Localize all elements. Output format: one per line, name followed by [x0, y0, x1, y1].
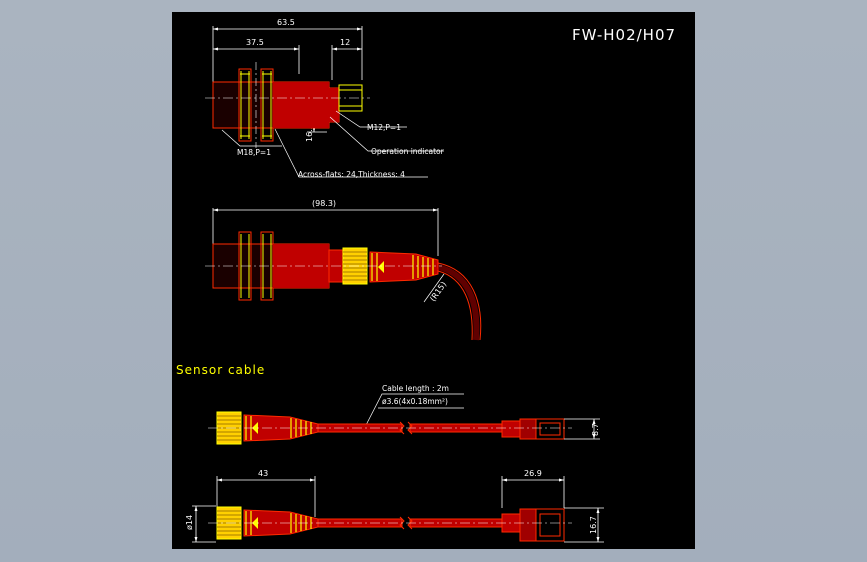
callout-nut: Across-flats: 24,Thickness: 4	[298, 170, 405, 179]
dim-body-length: 37.5	[246, 38, 264, 47]
cable-diameter-spec: ø3.6(4x0.18mm²)	[382, 397, 448, 406]
dim-cable-end-length: 43	[258, 469, 268, 478]
callout-connector-thread: M12,P=1	[367, 123, 401, 132]
cable-view-top: Cable length : 2m ø3.6(4x0.18mm²)	[208, 384, 600, 445]
callout-main-thread: M18,P=1	[237, 148, 271, 157]
sensor-assembled-view: (98.3)	[205, 199, 482, 341]
dim-total-length: 63.5	[277, 18, 295, 27]
dim-cable-diameter: ø14	[185, 515, 194, 530]
drawing-title: FW-H02/H07	[572, 26, 676, 44]
drawing-sheet: FW-H02/H07	[172, 12, 695, 549]
dim-plug-height-bottom: 16.7	[589, 516, 598, 534]
dim-plug-length: 26.9	[524, 469, 542, 478]
dim-plug-height-top: 8.7	[591, 423, 600, 436]
cable-length-spec: Cable length : 2m	[382, 384, 449, 393]
dim-body-height: 16.3	[305, 124, 314, 142]
sensor-body-view: 63.5 37.5 12 16.3	[205, 18, 445, 179]
dim-assembled-length: (98.3)	[312, 199, 336, 208]
section-title: Sensor cable	[176, 363, 265, 377]
dim-connector-length: 12	[340, 38, 350, 47]
technical-drawing: FW-H02/H07	[176, 18, 676, 543]
callout-indicator: Operation indicator	[371, 147, 445, 156]
cable-view-bottom: 43 26.9 ø14 16.7	[185, 469, 604, 543]
